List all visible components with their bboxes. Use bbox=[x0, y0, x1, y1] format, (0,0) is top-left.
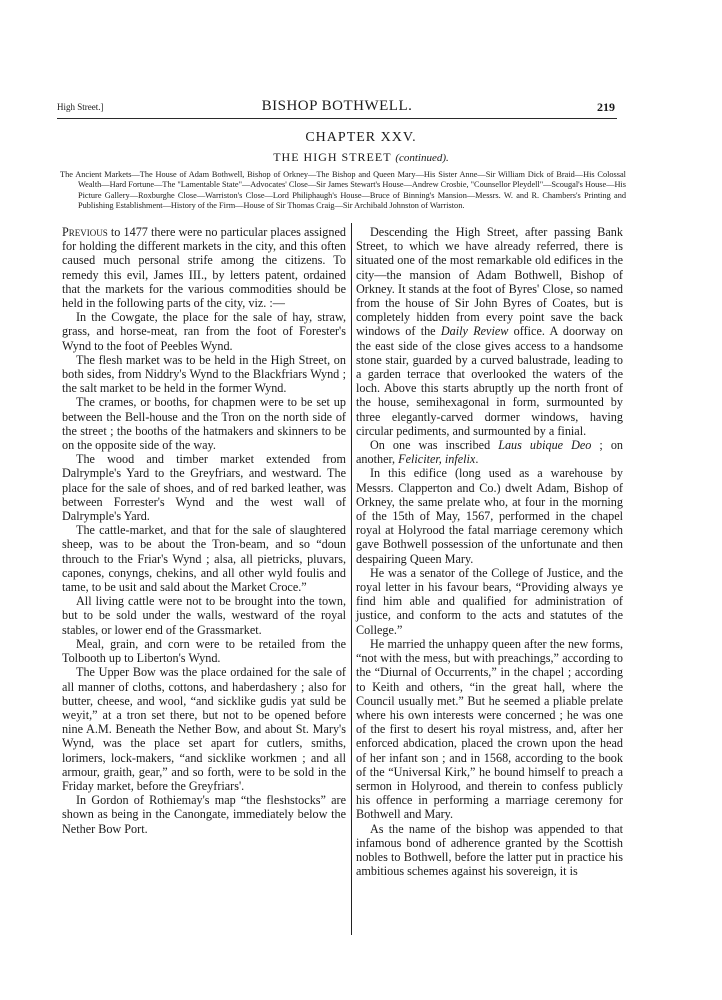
paragraph: The wood and timber market extended from… bbox=[62, 452, 346, 524]
chapter-subtitle-note: (continued). bbox=[395, 152, 449, 164]
chapter-title: CHAPTER XXV. bbox=[305, 130, 417, 145]
paragraph: As the name of the bishop was appended t… bbox=[356, 821, 623, 879]
inscription: Laus ubique Deo bbox=[498, 438, 592, 453]
paragraph: In Gordon of Rothiemay's map “the flesh­… bbox=[62, 793, 346, 836]
paragraph: He was a senator of the College of Justi… bbox=[356, 565, 623, 637]
column-divider bbox=[351, 223, 352, 935]
chapter-synopsis: The Ancient Markets—The House of Adam Bo… bbox=[60, 170, 626, 211]
paragraph: The flesh market was to be held in the H… bbox=[62, 352, 346, 396]
paragraph: The Upper Bow was the place ordained for… bbox=[62, 665, 346, 793]
right-column: Descending the High Street, after passin… bbox=[356, 225, 623, 878]
paragraph: The cattle-market, and that for the sale… bbox=[62, 523, 346, 595]
paragraph: In the Cowgate, the place for the sale o… bbox=[62, 310, 346, 353]
paragraph: On one was inscribed Laus ubique Deo ; o… bbox=[356, 438, 624, 467]
paragraph: He married the unhappy queen after the n… bbox=[356, 636, 623, 822]
newspaper-title: Daily Review bbox=[440, 324, 509, 339]
left-column: Previous to 1477 there were no particula… bbox=[62, 225, 346, 836]
chapter-subtitle-text: THE HIGH STREET bbox=[273, 150, 392, 164]
paragraph: Meal, grain, and corn were to be retaile… bbox=[62, 636, 346, 666]
paragraph: All living cattle were not to be brought… bbox=[62, 594, 346, 637]
chapter-subtitle: THE HIGH STREET (continued). bbox=[0, 150, 722, 165]
drop-word: Previous bbox=[62, 225, 108, 239]
paragraph: The crames, or booths, for chapmen were … bbox=[62, 395, 346, 453]
paragraph: Descending the High Street, after passin… bbox=[356, 225, 624, 438]
inscription: Feliciter, infelix bbox=[398, 452, 476, 467]
paragraph: In this edifice (long used as a warehous… bbox=[356, 466, 623, 566]
paragraph: Previous to 1477 there were no particula… bbox=[62, 225, 346, 311]
running-head: High Street.] BISHOP BOTHWELL. 219 bbox=[57, 98, 617, 116]
page-number: 219 bbox=[597, 100, 615, 114]
header-rule bbox=[57, 118, 617, 119]
running-head-title: BISHOP BOTHWELL. bbox=[261, 98, 413, 114]
running-head-section: High Street.] bbox=[57, 102, 104, 112]
